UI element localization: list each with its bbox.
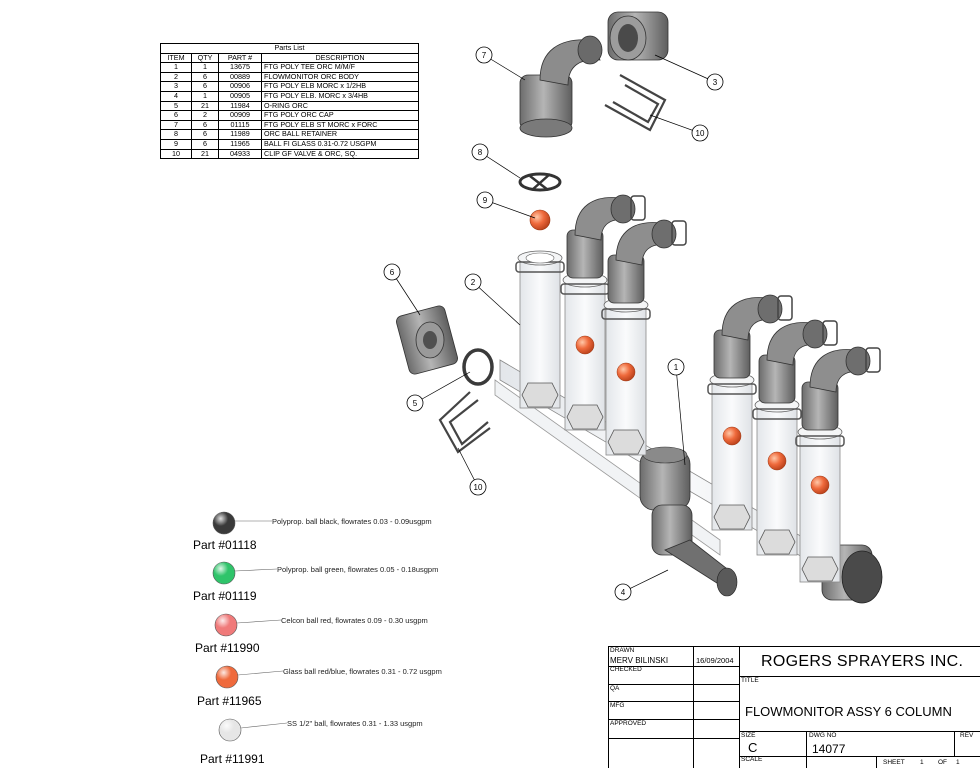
parts-list-table: Parts List ITEM QTY PART # DESCRIPTION 1…	[160, 43, 419, 160]
flow-column	[560, 194, 646, 431]
glass-ball-exploded	[529, 209, 551, 231]
dwg-no-label: DWG NO	[809, 732, 837, 739]
title-label: TITLE	[741, 677, 759, 684]
ball-description: Glass ball red/blue, flowrates 0.31 - 0.…	[283, 667, 442, 676]
ball-description: Polyprop. ball black, flowrates 0.03 - 0…	[272, 517, 432, 526]
callout-number: 8	[478, 148, 483, 157]
sheet-label: SHEET	[883, 759, 905, 766]
callouts: 1 2 3 4 5 6 7 8 9 10 10	[383, 46, 724, 601]
drawn-date: 16/09/2004	[696, 656, 734, 665]
callout-bubble: 10	[457, 447, 487, 496]
callout-bubble: 8	[471, 143, 521, 179]
drawn-label: DRAWN	[610, 647, 635, 654]
approved-label: APPROVED	[610, 720, 647, 727]
title-block: DRAWN MERV BILINSKI 16/09/2004 CHECKED Q…	[608, 646, 980, 768]
hose-barb-adapter	[607, 11, 669, 61]
callout-number: 2	[471, 278, 476, 287]
callout-number: 3	[713, 78, 718, 87]
flow-ball	[575, 335, 595, 355]
dwg-no-value: 14077	[812, 742, 846, 756]
sheet-total: 1	[956, 759, 960, 766]
callout-number: 5	[413, 399, 418, 408]
flow-column	[795, 346, 881, 583]
callout-bubble: 9	[476, 191, 536, 219]
o-ring	[462, 348, 494, 386]
clip-lower	[438, 391, 491, 454]
callout-bubble: 5	[406, 371, 471, 412]
size-value: C	[748, 740, 758, 755]
ball-retainer	[518, 172, 562, 192]
flow-columns	[515, 194, 881, 583]
flow-ball	[767, 451, 787, 471]
elbow-outlet-fitting	[651, 504, 738, 597]
ball-part-number: Part #11990	[195, 641, 260, 655]
flow-ball	[722, 426, 742, 446]
callout-number: 7	[482, 51, 487, 60]
flow-column	[707, 294, 793, 531]
callout-number: 10	[474, 483, 483, 492]
callout-bubble: 3	[654, 54, 724, 91]
ball-description: Celcon ball red, flowrates 0.09 - 0.30 u…	[281, 616, 428, 625]
size-label: SIZE	[741, 732, 756, 739]
ball-part-number: Part #11965	[197, 694, 262, 708]
callout-bubble: 10	[649, 114, 709, 142]
elbow-fitting-exploded	[519, 35, 603, 138]
checked-label: CHECKED	[610, 666, 642, 673]
end-cap-exploded	[396, 305, 458, 375]
callout-bubble: 6	[383, 263, 421, 316]
callout-number: 9	[483, 196, 488, 205]
mfg-label: MFG	[610, 702, 625, 709]
drawn-name: MERV BILINSKI	[610, 656, 669, 665]
ball-part-number: Part #11991	[200, 752, 265, 766]
flow-ball	[616, 362, 636, 382]
callout-bubble: 4	[614, 569, 669, 601]
callout-number: 10	[696, 129, 705, 138]
ball-description: SS 1/2" ball, flowrates 0.31 - 1.33 usgp…	[287, 719, 423, 728]
of-label: OF	[938, 759, 948, 766]
callout-number: 1	[674, 363, 679, 372]
ball-part-number: Part #01118	[193, 538, 257, 552]
rev-label: REV	[960, 732, 974, 739]
clip-upper	[604, 74, 667, 132]
description-cell: CLIP GF VALVE & ORC, SQ.	[261, 148, 419, 160]
flow-column	[515, 250, 565, 409]
callout-bubble: 2	[464, 273, 521, 326]
scale-label: SCALE	[741, 756, 763, 763]
company-name: ROGERS SPRAYERS INC.	[761, 653, 964, 670]
tee-fitting	[639, 446, 691, 511]
callout-number: 6	[390, 268, 395, 277]
flow-ball	[810, 475, 830, 495]
ball-description: Polyprop. ball green, flowrates 0.05 - 0…	[277, 565, 439, 574]
flow-column	[601, 219, 687, 456]
callout-number: 4	[621, 588, 626, 597]
flow-column	[752, 319, 838, 556]
callout-bubble: 1	[667, 358, 686, 466]
sheet-number: 1	[920, 759, 924, 766]
callout-bubble: 7	[475, 46, 526, 81]
ball-part-number: Part #01119	[193, 589, 257, 603]
qa-label: QA	[610, 685, 620, 692]
drawing-title: FLOWMONITOR ASSY 6 COLUMN	[745, 704, 952, 719]
